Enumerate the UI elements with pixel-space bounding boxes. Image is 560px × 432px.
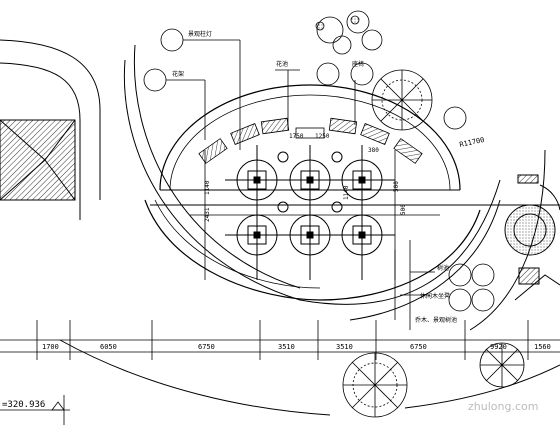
- bottom-dim-6: 6750: [410, 343, 427, 351]
- dim-h: 500: [400, 204, 407, 215]
- bottom-dim-5: 3510: [336, 343, 353, 351]
- bottom-dim-2: 6050: [100, 343, 117, 351]
- right-round-feature: [504, 174, 560, 301]
- callout-right-3: 乔木、景观树池: [415, 316, 457, 324]
- callouts: [143, 28, 495, 330]
- callout-top-left: 景观柱灯: [188, 30, 212, 38]
- bottom-dimension-strip: [0, 320, 560, 360]
- callout-left: 花架: [172, 70, 184, 78]
- callout-labels: 景观柱灯 花架 花池 座椅 树池 休闲木坐凳 乔木、景观树池: [172, 30, 457, 324]
- watermark: zhulong.com: [468, 400, 538, 413]
- tree-symbols: [315, 10, 525, 418]
- radius-label: R11700: [459, 136, 485, 149]
- bottom-dim-8: 1560: [534, 343, 551, 351]
- callout-right-2: 休闲木坐凳: [420, 292, 450, 300]
- dim-c: 380: [368, 147, 379, 154]
- site-boundary-lines: [0, 39, 560, 416]
- dim-b: 1250: [315, 133, 330, 140]
- bottom-dim-1: 1700: [42, 343, 59, 351]
- callout-right-1: 树池: [437, 264, 449, 272]
- callout-top-mid: 花池: [276, 60, 288, 68]
- bottom-dim-4: 3510: [278, 343, 295, 351]
- dim-e: 2431: [204, 207, 211, 222]
- bottom-dimension-labels: 1700 6050 6750 3510 3510 6750 9920 1560: [42, 343, 551, 351]
- dim-f: 1140: [204, 180, 211, 195]
- tree-pit-grid: [225, 145, 395, 280]
- inner-dimensions: 1750 1250 380 500 2431 1140 1140 500 R11…: [204, 133, 485, 222]
- dim-d: 500: [393, 181, 400, 192]
- dim-a: 1750: [289, 133, 304, 140]
- building-left: [0, 119, 76, 201]
- pergola-segments: [198, 117, 423, 164]
- bottom-dim-7: 9920: [490, 343, 507, 351]
- crescent-plaza: [144, 84, 560, 301]
- elevation-label: =320.936: [2, 400, 45, 410]
- bottom-dim-3: 6750: [198, 343, 215, 351]
- dim-g: 1140: [343, 185, 350, 200]
- callout-top-right: 座椅: [352, 60, 364, 68]
- elevation-marker: =320.936: [0, 395, 70, 425]
